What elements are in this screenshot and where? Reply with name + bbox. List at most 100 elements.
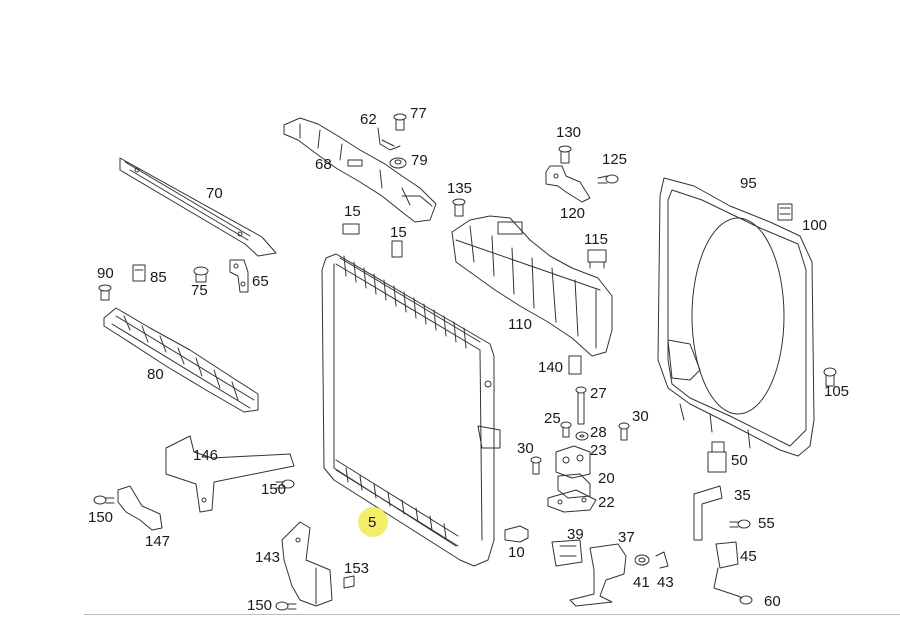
callout-80[interactable]: 80	[147, 366, 164, 383]
part-22-bracket[interactable]	[547, 489, 597, 513]
callout-153[interactable]: 153	[344, 560, 370, 577]
part-95-fan-shroud[interactable]	[657, 177, 815, 457]
callout-100[interactable]: 100	[802, 217, 828, 234]
part-105-bolt[interactable]	[823, 367, 837, 387]
part-80-grille[interactable]	[103, 307, 259, 413]
callout-50[interactable]: 50	[731, 452, 748, 469]
callout-10[interactable]: 10	[508, 544, 525, 561]
callout-22[interactable]: 22	[598, 494, 615, 511]
callout-30-a[interactable]: 30	[632, 408, 649, 425]
callout-30-b[interactable]: 30	[517, 440, 534, 457]
callout-70[interactable]: 70	[206, 185, 223, 202]
callout-120[interactable]: 120	[560, 205, 586, 222]
callout-110[interactable]: 110	[508, 316, 532, 333]
part-37-bracket[interactable]	[569, 543, 627, 607]
part-130-bolt[interactable]	[558, 145, 572, 164]
part-90-bolt[interactable]	[98, 284, 112, 301]
part-41-washer[interactable]	[634, 554, 650, 566]
part-25-bolt[interactable]	[560, 421, 572, 438]
callout-143[interactable]: 143	[255, 549, 281, 566]
callout-41[interactable]: 41	[633, 574, 650, 591]
part-43-clip[interactable]	[655, 551, 669, 569]
callout-60[interactable]: 60	[764, 593, 781, 610]
callout-125[interactable]: 125	[602, 151, 628, 168]
bottom-divider	[84, 614, 900, 615]
callout-77[interactable]: 77	[410, 105, 427, 122]
part-45-sensor[interactable]	[713, 541, 739, 597]
callout-75[interactable]: 75	[191, 282, 208, 299]
part-143-bracket[interactable]	[281, 521, 333, 607]
part-30-bolt-b[interactable]	[530, 456, 542, 475]
part-65-bracket[interactable]	[229, 259, 249, 293]
callout-68[interactable]: 68	[315, 156, 332, 173]
part-77-bolt[interactable]	[393, 113, 407, 131]
part-120-bracket[interactable]	[545, 165, 591, 203]
part-110-shroud[interactable]	[451, 215, 613, 357]
part-15-clip-b[interactable]	[391, 240, 403, 258]
callout-5[interactable]: 5	[368, 514, 377, 531]
part-85-clip[interactable]	[132, 264, 146, 282]
part-140-clip[interactable]	[568, 355, 582, 375]
callout-39[interactable]: 39	[567, 526, 584, 543]
callout-105[interactable]: 105	[824, 383, 850, 400]
part-39-sensor[interactable]	[551, 539, 583, 567]
part-55-bolt[interactable]	[729, 519, 751, 529]
callout-37[interactable]: 37	[618, 529, 635, 546]
part-115-clip[interactable]	[587, 249, 607, 269]
part-68-bracket[interactable]	[283, 117, 437, 223]
callout-130[interactable]: 130	[556, 124, 582, 141]
part-79-nut[interactable]	[389, 157, 407, 169]
part-150-bolt-a[interactable]	[275, 479, 295, 489]
callout-23[interactable]: 23	[590, 442, 607, 459]
part-150-bolt-b[interactable]	[93, 495, 115, 505]
part-62-clip[interactable]	[377, 127, 401, 151]
callout-55[interactable]: 55	[758, 515, 775, 532]
callout-90[interactable]: 90	[97, 265, 114, 282]
callout-45[interactable]: 45	[740, 548, 757, 565]
callout-28[interactable]: 28	[590, 424, 607, 441]
callout-85[interactable]: 85	[150, 269, 167, 286]
part-20-bracket[interactable]	[557, 473, 591, 499]
part-150-bolt-c[interactable]	[275, 601, 297, 611]
callout-35[interactable]: 35	[734, 487, 751, 504]
callout-95[interactable]: 95	[740, 175, 757, 192]
part-153-nut[interactable]	[343, 575, 355, 589]
callout-140[interactable]: 140	[538, 359, 564, 376]
callout-150-c[interactable]: 150	[247, 597, 273, 614]
part-23-bracket[interactable]	[555, 445, 591, 479]
part-60-bolt[interactable]	[737, 595, 753, 605]
callout-150-a[interactable]: 150	[261, 481, 287, 498]
callout-15-a[interactable]: 15	[344, 203, 361, 220]
callout-15-b[interactable]: 15	[390, 224, 407, 241]
part-147-bracket[interactable]	[117, 485, 163, 531]
callout-43[interactable]: 43	[657, 574, 674, 591]
callout-115[interactable]: 115	[584, 231, 608, 248]
callout-20[interactable]: 20	[598, 470, 615, 487]
callout-147[interactable]: 147	[145, 533, 171, 550]
part-30-bolt-a[interactable]	[618, 422, 630, 441]
part-125-bolt[interactable]	[597, 174, 619, 184]
part-10-plug[interactable]	[504, 525, 529, 543]
callout-146[interactable]: 146	[193, 447, 219, 464]
callout-62[interactable]: 62	[360, 111, 377, 128]
part-5-radiator[interactable]	[321, 253, 501, 567]
part-100-clip[interactable]	[777, 203, 793, 221]
part-70-strip[interactable]	[119, 157, 277, 257]
callout-65[interactable]: 65	[252, 273, 269, 290]
part-135-bolt[interactable]	[452, 198, 466, 217]
part-50-sensor[interactable]	[707, 441, 727, 473]
part-75-bolt[interactable]	[193, 266, 209, 283]
part-35-bracket[interactable]	[693, 485, 723, 541]
callout-79[interactable]: 79	[411, 152, 428, 169]
callout-150-b[interactable]: 150	[88, 509, 114, 526]
part-27-bolt[interactable]	[575, 386, 587, 425]
part-28-washer[interactable]	[575, 431, 589, 441]
callout-27[interactable]: 27	[590, 385, 607, 402]
selected-part-highlight	[358, 507, 388, 537]
callout-135[interactable]: 135	[447, 180, 473, 197]
part-15-clip-a[interactable]	[342, 223, 360, 235]
part-146-bracket[interactable]	[165, 435, 295, 513]
callout-25[interactable]: 25	[544, 410, 561, 427]
